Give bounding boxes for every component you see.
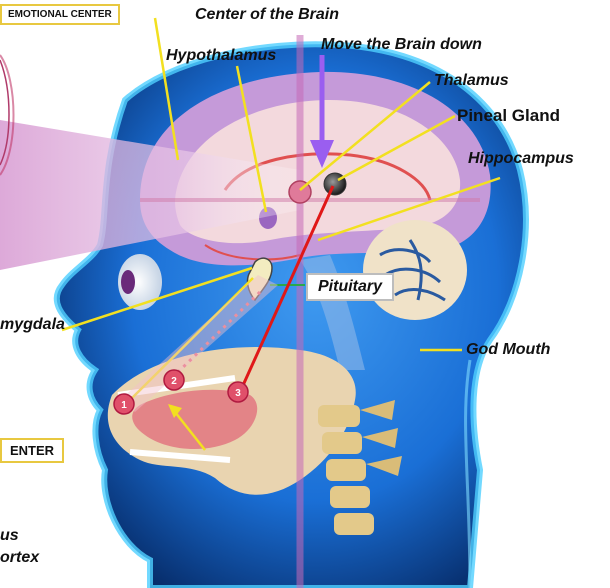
center-of-brain-label: Center of the Brain	[195, 6, 339, 24]
partial-label-us: us	[0, 527, 19, 545]
emotional-center-label: EMOTIONAL CENTER	[0, 4, 120, 25]
pineal-gland-label: Pineal Gland	[457, 106, 560, 126]
hypothalamus-label: Hypothalamus	[166, 47, 276, 65]
eye-iris	[121, 270, 135, 294]
hippocampus-label: Hippocampus	[468, 150, 574, 168]
thalamus-label: Thalamus	[434, 72, 509, 90]
marker-1-label: 1	[121, 400, 127, 411]
move-brain-down-label: Move the Brain down	[321, 36, 482, 54]
amygdala-label: mygdala	[0, 316, 65, 334]
marker-2-label: 2	[171, 376, 177, 387]
center-box-label: ENTER	[0, 438, 64, 463]
god-mouth-label: God Mouth	[466, 341, 550, 359]
pituitary-label: Pituitary	[306, 273, 394, 301]
marker-3-label: 3	[235, 388, 241, 399]
partial-label-ortex: ortex	[0, 549, 39, 567]
